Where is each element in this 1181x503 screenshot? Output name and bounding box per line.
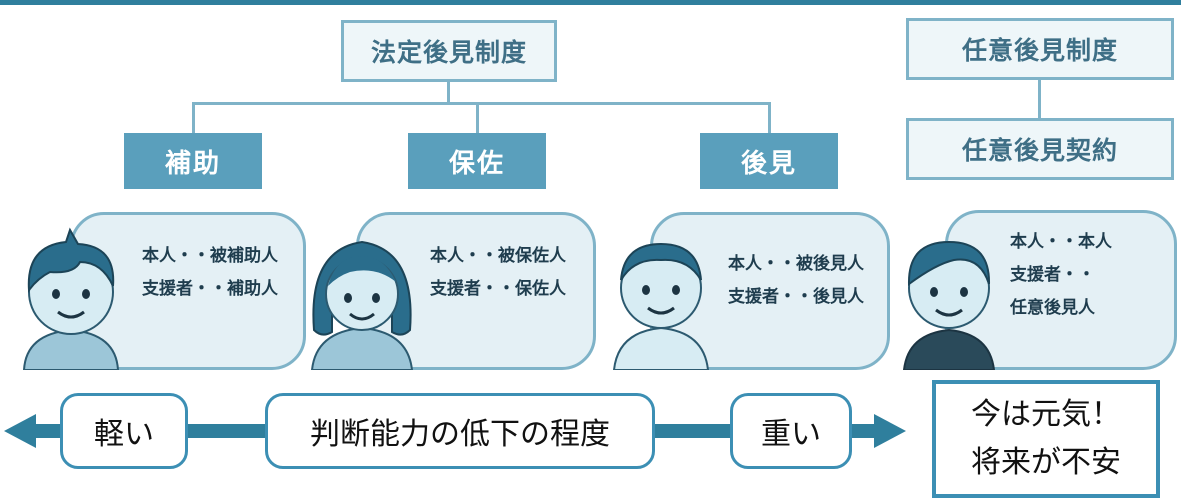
label-light-text: 軽い — [94, 417, 154, 452]
connector-drop-hosa — [476, 102, 479, 135]
bubble-text-hosa: 本人・・被保佐人 支援者・・保佐人 — [430, 240, 566, 306]
role-line-supporter: 支援者・・ — [1010, 265, 1095, 285]
role-line-supporter: 支援者・・保佐人 — [430, 279, 566, 299]
connector-drop-kouken — [768, 102, 771, 135]
role-line-principal: 本人・・本人 — [1010, 232, 1112, 252]
type-box-kouken: 後見 — [700, 133, 838, 189]
type-label-kouken: 後見 — [740, 148, 797, 179]
arrow-left-icon — [4, 414, 36, 448]
voluntary-contract-box: 任意後見契約 — [906, 118, 1174, 180]
connector-vertical — [447, 82, 450, 104]
voluntary-contract-text: 任意後見契約 — [961, 136, 1118, 165]
type-box-hojo: 補助 — [124, 133, 262, 189]
bubble-text-kouken: 本人・・被後見人 支援者・・後見人 — [728, 248, 864, 314]
bubble-text-hojo: 本人・・被補助人 支援者・・補助人 — [142, 240, 278, 306]
arrow-right-icon — [874, 414, 906, 448]
girl-avatar-icon — [310, 240, 414, 370]
label-degree: 判断能力の低下の程度 — [265, 393, 655, 469]
note-line-1: 今は元気！ — [971, 397, 1121, 432]
type-box-hosa: 保佐 — [408, 133, 546, 189]
statutory-title-text: 法定後見制度 — [370, 38, 527, 67]
man-avatar-icon — [902, 240, 996, 370]
boy-avatar-icon — [22, 227, 120, 370]
voluntary-title-text: 任意後見制度 — [961, 36, 1118, 65]
note-line-2: 将来が不安 — [971, 445, 1121, 480]
connector-voluntary — [1038, 80, 1041, 120]
elder-avatar-icon — [612, 242, 710, 370]
role-line-principal: 本人・・被保佐人 — [430, 246, 566, 266]
connector-horizontal — [192, 102, 770, 105]
role-line-supporter: 支援者・・補助人 — [142, 279, 278, 299]
type-label-hosa: 保佐 — [448, 148, 505, 179]
role-line-principal: 本人・・被後見人 — [728, 254, 864, 274]
label-heavy: 重い — [730, 393, 852, 469]
label-heavy-text: 重い — [761, 417, 821, 452]
role-line-principal: 本人・・被補助人 — [142, 246, 278, 266]
statutory-guardianship-title: 法定後見制度 — [341, 20, 557, 82]
type-label-hojo: 補助 — [164, 148, 221, 179]
voluntary-guardianship-title: 任意後見制度 — [906, 18, 1174, 80]
top-accent-bar — [0, 0, 1181, 5]
bubble-text-voluntary: 本人・・本人 支援者・・ 任意後見人 — [1010, 226, 1112, 325]
label-light: 軽い — [60, 393, 188, 469]
role-line-supporter: 支援者・・後見人 — [728, 287, 864, 307]
label-degree-text: 判断能力の低下の程度 — [310, 417, 610, 452]
role-line-guardian: 任意後見人 — [1010, 298, 1095, 318]
voluntary-note-box: 今は元気！ 将来が不安 — [932, 380, 1160, 498]
connector-drop-hojo — [192, 102, 195, 135]
